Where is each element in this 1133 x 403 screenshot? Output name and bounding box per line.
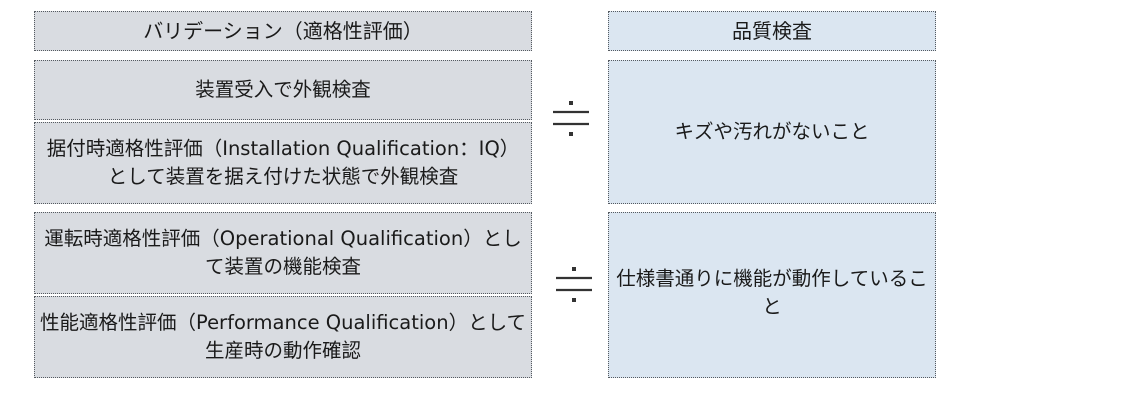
validation-item-iq-label: 据付時適格性評価（Installation Qualification：IQ）と… [46,136,520,188]
inspection-item-function-label: 仕様書通りに機能が動作していること [616,267,928,319]
validation-item-receiving-label: 装置受入で外観検査 [195,77,371,101]
validation-item-oq-label: 運転時適格性評価（Operational Qualification）として装置… [44,226,522,278]
quality-inspection-header: 品質検査 [608,11,936,51]
quality-inspection-header-label: 品質検査 [732,18,812,43]
inspection-item-appearance: キズや汚れがないこと [608,60,936,204]
validation-item-pq-label: 性能適格性評価（Performance Qualification）として生産時… [40,310,526,362]
inspection-item-function: 仕様書通りに機能が動作していること [608,212,936,378]
approx-symbol-2 [556,267,592,302]
validation-item-pq: 性能適格性評価（Performance Qualification）として生産時… [34,296,532,378]
validation-header: バリデーション（適格性評価） [34,11,532,51]
validation-item-iq: 据付時適格性評価（Installation Qualification：IQ）と… [34,122,532,204]
inspection-item-appearance-label: キズや汚れがないこと [674,119,870,143]
validation-item-receiving: 装置受入で外観検査 [34,60,532,120]
validation-item-oq: 運転時適格性評価（Operational Qualification）として装置… [34,212,532,294]
approx-symbol-1 [553,101,589,136]
validation-header-label: バリデーション（適格性評価） [143,18,423,43]
